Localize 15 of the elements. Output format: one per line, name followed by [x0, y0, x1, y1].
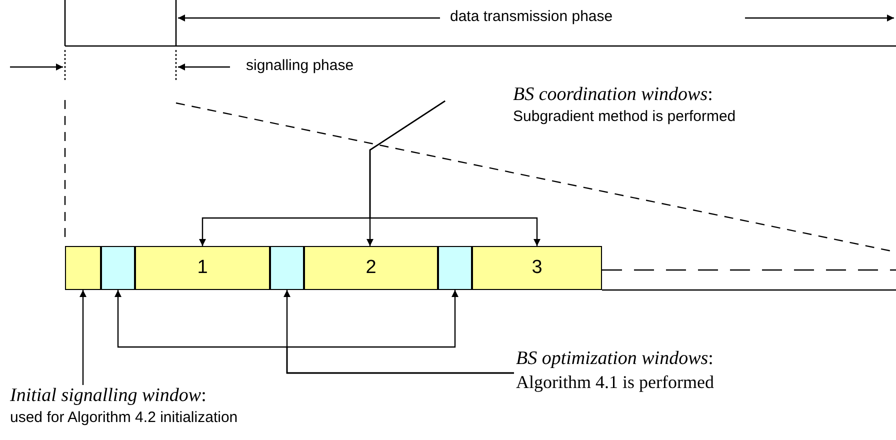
- time-window: [270, 246, 304, 290]
- time-window: 3: [472, 246, 602, 290]
- time-window: [65, 246, 101, 290]
- arrow: [369, 100, 540, 246]
- time-window: [438, 246, 472, 290]
- annotation-text: Subgradient method is performed: [513, 108, 736, 125]
- annotation-heading: Initial signalling window:: [10, 385, 208, 407]
- annotation-text: Algorithm 4.1 is performed: [516, 372, 714, 393]
- time-window: 1: [135, 246, 270, 290]
- time-window: 2: [304, 246, 438, 290]
- annotation-heading: BS coordination windows:: [513, 84, 714, 106]
- arrow: [80, 290, 86, 385]
- annotation-heading: BS optimization windows:: [516, 348, 714, 370]
- annotation-text: used for Algorithm 4.2 initialization: [10, 409, 238, 426]
- time-window: [101, 246, 135, 290]
